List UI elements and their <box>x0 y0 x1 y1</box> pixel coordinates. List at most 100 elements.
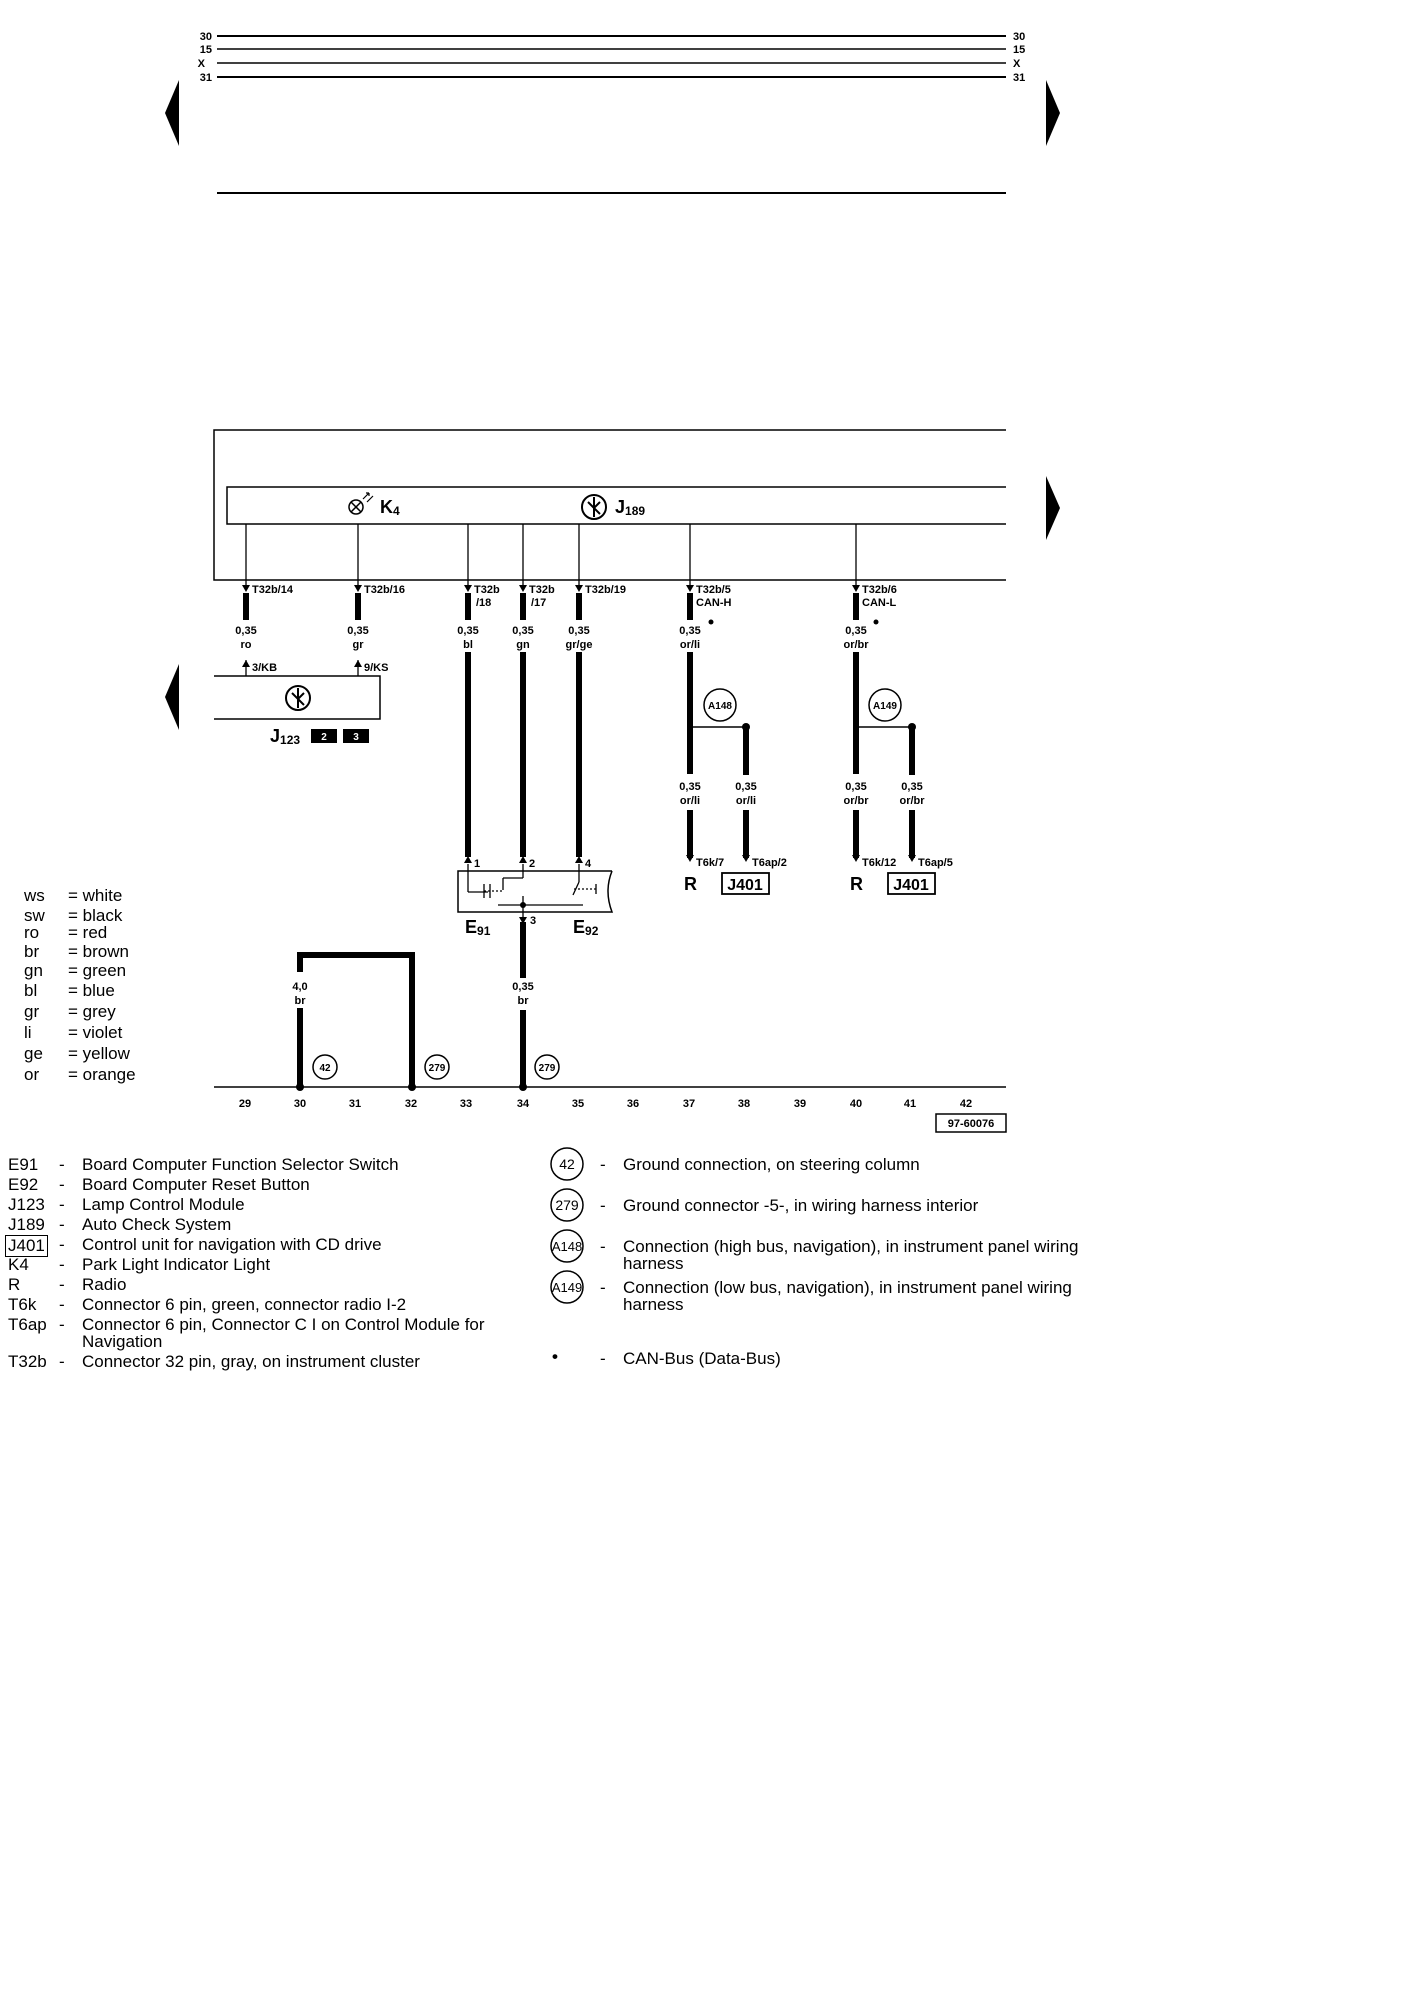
svg-text:38: 38 <box>738 1098 750 1110</box>
color-legend-item: bl= blue <box>24 981 115 1000</box>
color-legend-item: sw= black <box>24 906 123 925</box>
ground-42-circle <box>312 1054 338 1080</box>
j189-control-unit-icon <box>581 494 607 520</box>
switch-pin-1: 1 <box>474 858 480 870</box>
wire-color-bl: bl <box>463 639 473 651</box>
j401-box-1 <box>721 872 770 895</box>
ground-legend-item: -Ground connection, on steering column <box>600 1155 920 1174</box>
svg-text:31: 31 <box>349 1098 361 1110</box>
legend-ground-42-circle <box>550 1147 584 1181</box>
color-legend-item: br= brown <box>24 942 129 961</box>
j123-control-unit-icon <box>285 685 311 711</box>
wire-size-gn: 0,35 <box>512 625 533 637</box>
svg-text:or/br: or/br <box>899 795 925 807</box>
j401-box-2 <box>887 872 936 895</box>
switch-junction-dot <box>520 902 526 908</box>
wire-size-orli: 0,35 <box>679 625 700 637</box>
wire-color-ground-loop: br <box>295 995 307 1007</box>
svg-text:or/li: or/li <box>736 795 756 807</box>
svg-text:33: 33 <box>460 1098 472 1110</box>
can-h-bus-dot <box>708 619 714 625</box>
color-legend-item: ws= white <box>24 886 123 905</box>
ground-279-circle-b <box>534 1054 560 1080</box>
k4-lamp-icon <box>348 492 374 515</box>
svg-text:0,35: 0,35 <box>679 781 700 793</box>
wire-size-gr: 0,35 <box>347 625 368 637</box>
wire-size-ro: 0,35 <box>235 625 256 637</box>
j123-tag-3-box <box>343 729 369 743</box>
e91-e92-switch-icon <box>467 864 597 922</box>
svg-text:37: 37 <box>683 1098 695 1110</box>
wire-size-switch-ground: 0,35 <box>512 981 533 993</box>
pin-label-t32b-18: T32b <box>474 584 500 596</box>
svg-text:0,35: 0,35 <box>735 781 756 793</box>
ground-legend-item: -Ground connector -5-, in wiring harness… <box>600 1196 979 1215</box>
color-legend-item: gn= green <box>24 961 127 980</box>
svg-text:36: 36 <box>627 1098 639 1110</box>
wire-labels-top: 0,35 ro 0,35 gr 0,35 bl 0,35 gn 0,35 gr/… <box>235 625 869 651</box>
ground-42-label: 42 <box>319 1063 331 1074</box>
j123-module-box <box>214 675 381 720</box>
switch-pin-3: 3 <box>530 915 536 927</box>
continue-left-arrow-lower <box>165 664 179 730</box>
pin-label-t32b-6: T32b/6 <box>862 584 897 596</box>
ground-node-34 <box>519 1083 527 1091</box>
switch-pin-4: 4 <box>585 858 592 870</box>
pin-t6k-7: T6k/7 <box>696 857 724 869</box>
j123-tag-2-box <box>311 729 337 743</box>
switch-pin-2: 2 <box>529 858 535 870</box>
ground-node-32 <box>408 1083 416 1091</box>
wire-size-grge: 0,35 <box>568 625 589 637</box>
drawing-id-box <box>935 1113 1007 1133</box>
bus-label-15-right: 15 <box>1013 44 1025 56</box>
can-h-junction-dot <box>742 723 750 731</box>
j123-tag-3: 3 <box>353 732 359 743</box>
pin-t6ap-2: T6ap/2 <box>752 857 787 869</box>
a149-connection-circle <box>868 688 902 722</box>
continue-left-arrow-top <box>165 80 179 146</box>
can-endpoint-arrows <box>686 855 916 862</box>
pin-label-t32b-19: T32b/19 <box>585 584 626 596</box>
j123-pin-3kb: 3/KB <box>252 662 277 674</box>
a148-label: A148 <box>708 701 732 712</box>
a149-label: A149 <box>873 701 897 712</box>
svg-text:41: 41 <box>904 1098 916 1110</box>
instrument-cluster-box <box>213 429 1006 581</box>
can-l-junction-dot <box>908 723 916 731</box>
wire-labels-can: 0,35 or/li 0,35 or/li 0,35 or/br 0,35 or… <box>679 781 925 807</box>
wire-color-switch-ground: br <box>518 995 530 1007</box>
continue-right-arrow-mid <box>1046 476 1060 540</box>
legend-ground-42-symbol: 42 <box>559 1156 575 1172</box>
bus-label-31-right: 31 <box>1013 72 1025 84</box>
e92-label: E92 <box>573 917 599 938</box>
legend-a149-circle <box>550 1270 584 1304</box>
j401-label-1: J401 <box>727 877 763 894</box>
svg-text:0,35: 0,35 <box>901 781 922 793</box>
bus-lines: 30 15 X 31 30 15 X 31 <box>198 31 1026 84</box>
pin-label-t32b-17: T32b <box>529 584 555 596</box>
wire-color-orli: or/li <box>680 639 700 651</box>
j401-legend-box: J401 <box>5 1235 48 1257</box>
radio-label-2: R <box>850 874 863 894</box>
wire-color-grge: gr/ge <box>566 639 593 651</box>
ground-legend-item: -Connection (high bus, navigation), in i… <box>600 1237 1079 1256</box>
wire-color-orbr: or/br <box>843 639 869 651</box>
thick-wires <box>243 593 915 1087</box>
j123-pin-9ks: 9/KS <box>364 662 388 674</box>
ground-279-label-b: 279 <box>539 1063 556 1074</box>
wire-color-ro: ro <box>241 639 252 651</box>
pin-label-t32b-5: T32b/5 <box>696 584 731 596</box>
wire-color-gr: gr <box>353 639 365 651</box>
internal-wires <box>245 524 857 590</box>
svg-text:34: 34 <box>517 1098 530 1110</box>
legend-a148-circle <box>550 1229 584 1263</box>
bus-label-31-left: 31 <box>200 72 212 84</box>
pin-label-t32b-17-suffix: /17 <box>531 597 546 609</box>
e91-label: E91 <box>465 917 491 938</box>
wiring-diagram: 30 15 X 31 30 15 X 31 K4 J189 <box>165 31 1060 1304</box>
pin-label-t32b-14: T32b/14 <box>252 584 294 596</box>
legend-ground-279-circle <box>550 1188 584 1222</box>
color-legend-item: ro= red <box>24 923 108 942</box>
svg-text:0,35: 0,35 <box>845 781 866 793</box>
legend-ground-279-symbol: 279 <box>555 1197 579 1213</box>
